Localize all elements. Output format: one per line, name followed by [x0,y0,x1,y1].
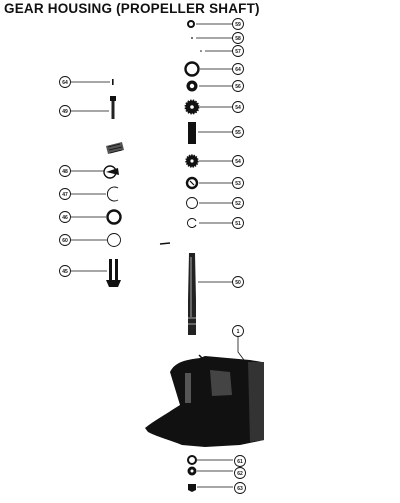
callout-46: 46 [59,211,71,223]
part-63: 63 [188,482,246,494]
callout-56: 56 [232,80,244,92]
callout-55: 55 [232,126,244,138]
snap-ring-shape [106,186,119,202]
pin-shape [191,37,193,39]
callout-1: 1 [232,325,244,337]
svg-text:56: 56 [235,84,241,90]
part-58: 58 [191,32,244,44]
sleeve-shape [188,122,196,144]
svg-text:58: 58 [235,36,241,42]
part-62: 62 [187,466,246,479]
ring-shape [186,197,198,209]
part-49-bolt: 49 [59,96,116,119]
ring-shape [187,455,197,465]
callout-47: 47 [59,188,71,200]
svg-text:64: 64 [62,80,68,86]
svg-text:62: 62 [237,471,243,477]
o-ring-shape [184,61,200,77]
callout-52: 52 [232,197,244,209]
housing-shape [145,356,264,447]
spring-part [106,142,124,154]
svg-text:55: 55 [235,130,241,136]
svg-text:47: 47 [62,192,68,198]
svg-text:49: 49 [62,109,68,115]
callout-58: 58 [232,32,244,44]
part-53: 53 [185,176,244,190]
svg-text:45: 45 [62,269,68,275]
nut-shape [188,484,196,492]
snap-ring-shape [187,218,197,228]
svg-text:46: 46 [62,215,68,221]
part-60: 60 [59,233,121,247]
svg-text:61: 61 [237,459,243,465]
svg-text:54: 54 [235,159,241,165]
bolt-head-shape [110,96,116,101]
stray-mark [159,242,171,245]
part-61: 61 [187,455,246,467]
part-52: 52 [186,197,244,209]
svg-text:54: 54 [235,105,241,111]
callout-53: 53 [232,177,244,189]
part-1-gear-housing: 1 [145,325,264,447]
svg-text:57: 57 [235,49,241,55]
spring-shape [106,142,124,154]
pin-shape [112,79,114,85]
callout-64: 64 [232,63,244,75]
part-59: 59 [187,18,244,30]
callout-57: 57 [232,45,244,57]
callout-63: 63 [234,482,246,494]
svg-text:53: 53 [235,181,241,187]
part-45-shift-assembly: 45 [59,259,121,287]
callout-54b: 54 [232,155,244,167]
callout-50: 50 [232,276,244,288]
svg-text:63: 63 [237,486,243,492]
shift-rod-shape [109,259,112,283]
part-57: 57 [200,45,244,57]
part-56: 56 [186,80,244,92]
svg-text:1: 1 [237,329,240,335]
callout-64-left: 64 [59,76,71,88]
o-ring-shape [106,209,122,225]
svg-text:51: 51 [235,221,241,227]
ring-shape [185,176,199,190]
cam-shape [103,165,117,179]
leader-line [237,337,245,361]
part-47: 47 [59,186,119,202]
callout-51: 51 [232,217,244,229]
callout-49: 49 [59,105,71,117]
pin-shape [200,50,202,52]
svg-text:52: 52 [235,201,241,207]
page-title: GEAR HOUSING (PROPELLER SHAFT) [4,1,260,16]
callout-60: 60 [59,234,71,246]
part-54-lower-gear: 54 [185,154,244,168]
part-46: 46 [59,209,122,225]
part-64: 64 [184,61,244,77]
svg-text:48: 48 [62,169,68,175]
part-50-propeller-shaft: 50 [187,253,244,335]
ring-shape [107,233,121,247]
callout-54: 54 [232,101,244,113]
svg-text:50: 50 [235,280,241,286]
svg-text:59: 59 [235,22,241,28]
svg-text:60: 60 [62,238,68,244]
part-51: 51 [187,217,244,229]
callout-48: 48 [59,165,71,177]
washer-shape [187,20,195,28]
callout-45: 45 [59,265,71,277]
callout-59: 59 [232,18,244,30]
part-55-sleeve: 55 [188,122,244,144]
part-48: 48 [59,165,119,179]
part-64-left: 64 [59,76,114,88]
svg-text:64: 64 [235,67,241,73]
callout-62: 62 [234,467,246,479]
callout-61: 61 [234,455,246,467]
part-54-upper-gear: 54 [184,99,244,115]
